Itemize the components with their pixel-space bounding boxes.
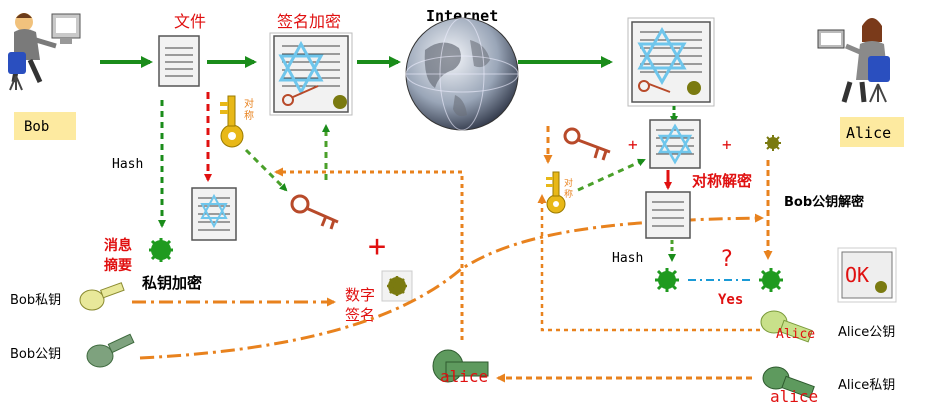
file-document-icon bbox=[159, 36, 199, 86]
arrow-key-to-encrypted-key bbox=[246, 150, 286, 190]
received-signature-icon bbox=[760, 130, 786, 156]
message-digest-icon bbox=[145, 235, 177, 265]
plus-right-2: + bbox=[722, 135, 732, 154]
alice-name-label: Alice bbox=[846, 124, 891, 142]
bob-person-icon bbox=[8, 13, 80, 90]
private-encrypt-label: 私钥加密 bbox=[141, 274, 202, 292]
symmetric-decrypt-label: 对称解密 bbox=[692, 172, 752, 190]
globe-icon bbox=[406, 18, 518, 130]
computed-digest-icon bbox=[655, 268, 679, 292]
bob-public-decrypt-label: Bob公钥解密 bbox=[784, 194, 864, 210]
bob-public-key-icon bbox=[87, 334, 134, 367]
ciphertext-icon bbox=[650, 120, 700, 168]
alice-key-text-right: alice bbox=[770, 387, 818, 406]
symmetric-gold-key-icon bbox=[220, 96, 243, 147]
encrypted-symmetric-key-icon bbox=[292, 196, 338, 229]
yes-label: Yes bbox=[718, 292, 743, 308]
alice-key-text-small: Alice bbox=[776, 327, 815, 342]
encrypted-file-icon bbox=[192, 188, 236, 240]
bob-private-key-label: Bob私钥 bbox=[10, 293, 61, 308]
arrow-key-to-symmetric-decrypt bbox=[578, 160, 644, 190]
hash-right-label: Hash bbox=[612, 251, 643, 266]
symmetric-key-label-1: 对 bbox=[244, 97, 254, 110]
alice-person-icon bbox=[818, 18, 890, 102]
digital-signature-icon bbox=[382, 271, 412, 301]
bob-private-key-icon bbox=[80, 283, 124, 310]
alice-key-text-center: alice bbox=[440, 367, 488, 386]
sign-encrypt-label: 签名加密 bbox=[277, 12, 341, 31]
alice-public-key-label: Alice公钥 bbox=[838, 325, 895, 340]
symmetric-key-label-2: 称 bbox=[244, 109, 254, 122]
received-document-icon bbox=[628, 18, 714, 106]
decrypted-key-label-2: 称 bbox=[564, 188, 573, 200]
decrypted-digest-icon bbox=[759, 268, 783, 292]
encrypted-signed-document-icon bbox=[270, 33, 352, 115]
received-encrypted-key-icon bbox=[565, 129, 610, 160]
signature-label-1: 数字 bbox=[345, 286, 375, 304]
alice-private-key-label: Alice私钥 bbox=[838, 378, 895, 393]
plus-left: + bbox=[368, 229, 386, 264]
digest-label-2: 摘要 bbox=[104, 257, 132, 274]
hash-left-label: Hash bbox=[112, 157, 143, 172]
digest-label-1: 消息 bbox=[104, 237, 132, 254]
bob-public-key-label: Bob公钥 bbox=[10, 347, 61, 362]
decrypted-key-label-1: 对 bbox=[564, 177, 573, 189]
ok-label: OK bbox=[845, 263, 869, 287]
bob-name-label: Bob bbox=[24, 119, 49, 135]
file-label: 文件 bbox=[174, 12, 206, 31]
question-mark: ? bbox=[720, 247, 733, 272]
plus-right-1: + bbox=[628, 135, 638, 154]
plaintext-file-icon bbox=[646, 192, 690, 238]
decrypted-symmetric-key-icon bbox=[546, 172, 565, 213]
